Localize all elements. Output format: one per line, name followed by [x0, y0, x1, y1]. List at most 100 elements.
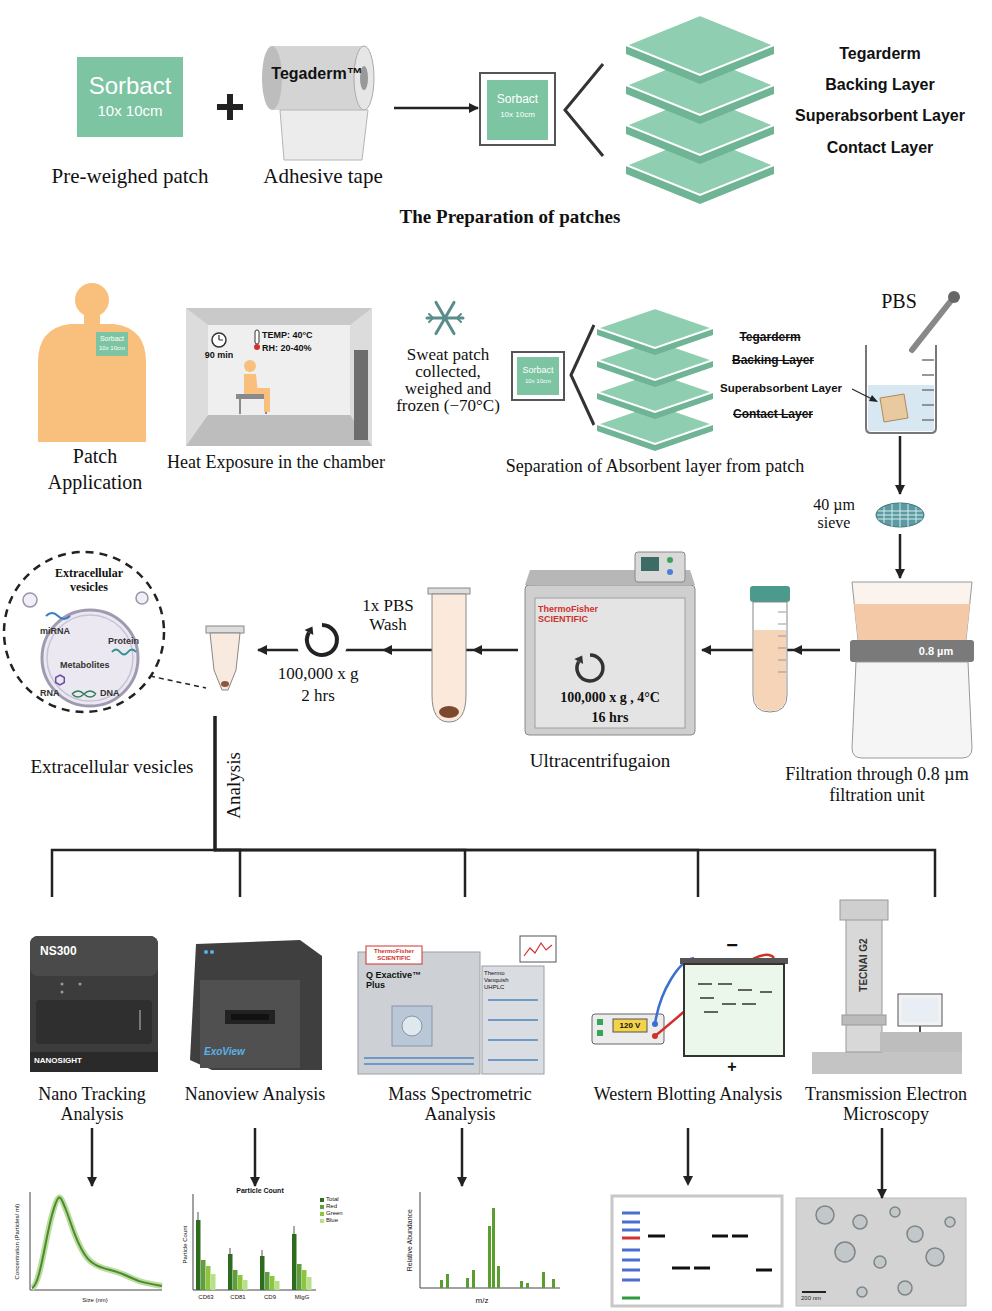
western-blot-image — [612, 1196, 782, 1306]
heat-chamber — [244, 360, 256, 372]
tem-image — [874, 1256, 886, 1268]
eppendorf-tube — [221, 681, 229, 687]
particle-count-chart — [243, 1280, 248, 1290]
pbs-beaker — [866, 345, 936, 433]
heat-chamber — [255, 330, 259, 344]
mass-spectrometer — [482, 966, 544, 1074]
sieve — [876, 503, 924, 527]
centrifuge-step: ThermoFisher SCIENTIFIC100,000 x g , 4°C… — [518, 556, 702, 742]
heat-exposure-step: 90 minTEMP: 40°CRH: 20-40%Heat Exposure … — [160, 300, 392, 480]
nta-chart — [30, 1192, 162, 1290]
western-blot-image — [622, 1237, 640, 1240]
node-text: PBS — [876, 289, 922, 313]
spin-icon — [296, 614, 348, 666]
nanosight-instrument — [30, 1052, 158, 1072]
heat-chamber — [254, 344, 260, 350]
pellet-tube — [428, 588, 470, 594]
vesicle-callout — [23, 593, 37, 607]
western-blot-image — [622, 1297, 640, 1300]
legend-text: Red — [326, 1203, 348, 1210]
western-blot-image — [622, 1213, 640, 1280]
tem-image — [802, 1291, 826, 1293]
particle-count-chart — [206, 1266, 211, 1290]
result-image: 200 nm — [796, 1198, 966, 1306]
heat-chamber — [354, 350, 368, 440]
person-figure — [96, 332, 128, 356]
annotation-label: 2 hrs — [268, 686, 368, 706]
mass-spectrometer — [488, 1000, 538, 1060]
node-text: NS300 — [40, 944, 100, 958]
exoview-instrument — [200, 980, 300, 1068]
heat-chamber — [186, 308, 372, 446]
flow-connector — [254, 1128, 257, 1186]
particle-count-chart — [228, 1254, 233, 1290]
node-text: RNA — [40, 688, 70, 699]
flow-connector — [394, 107, 478, 110]
ultracentrifuge — [667, 557, 673, 563]
snowflake — [429, 314, 461, 322]
flow-connector — [899, 534, 902, 578]
tem-image — [816, 1206, 955, 1297]
node-text: Sorbact — [77, 72, 183, 101]
filtration-unit — [852, 582, 972, 640]
node-text: Separation of Absorbent layer from patch — [505, 456, 805, 477]
pbs-beaker — [880, 394, 908, 422]
heat-chamber — [212, 333, 226, 347]
node-text: Q Exactive™ Plus — [366, 970, 436, 990]
flow-connector — [215, 716, 698, 897]
tape-item: Tegaderm™Adhesive tape — [252, 30, 394, 197]
result-chart: Concentration (Particles/ ml)Size (nm) — [8, 1186, 168, 1308]
heat-chamber — [186, 415, 372, 446]
particle-count-chart — [238, 1275, 243, 1290]
flow-connector — [881, 1128, 884, 1198]
mass-spectrometer — [392, 1006, 432, 1046]
analysis-method: TECNAI G2Transmission Electron Microscop… — [800, 897, 972, 1128]
mass-spectrum-chart — [542, 1272, 545, 1288]
nanosight-instrument — [30, 936, 158, 976]
node-text: Extracellular vesicles — [20, 756, 204, 779]
node-text: 200 nm — [801, 1295, 833, 1302]
tem-microscope — [842, 1015, 886, 1025]
nta-chart — [32, 1198, 162, 1289]
separated-patch — [512, 352, 564, 400]
node-text: 0.8 µm — [905, 645, 967, 658]
particle-count-chart — [193, 1194, 316, 1290]
bracket — [571, 325, 594, 425]
node-text: Patch Application — [30, 443, 160, 495]
sieve-step: 40 µm sieve — [804, 494, 932, 534]
vesicle-callout — [112, 650, 136, 655]
patch-application-step: Sorbact10x 10cmPatch Application — [30, 280, 160, 498]
nanosight-instrument — [61, 991, 64, 994]
node-text: DNA — [100, 688, 130, 699]
bracket — [565, 64, 603, 156]
node-text: 10x 10cm — [77, 102, 183, 120]
mass-spectrometer — [358, 952, 480, 1074]
plus-symbol — [217, 94, 243, 120]
legend-swatch — [320, 1219, 324, 1223]
node-text: CD81 — [226, 1294, 250, 1301]
particle-count-chart — [233, 1270, 238, 1290]
separation-step: Sorbact10x 10cmTegardermBacking LayerSup… — [505, 300, 850, 500]
mass-spectrum-chart — [472, 1270, 475, 1288]
node-text: Filtration through 0.8 µm filtration uni… — [768, 764, 986, 806]
particle-count-chart — [265, 1272, 270, 1290]
legend-swatch — [320, 1205, 324, 1209]
tem-microscope — [919, 1026, 921, 1032]
exoview-instrument — [190, 940, 322, 1070]
ultracentrifuge — [641, 557, 659, 571]
node-text: CD9 — [258, 1294, 282, 1301]
filtration-step: 0.8 µmFiltration through 0.8 µm filtrati… — [840, 578, 984, 760]
western-blot-image — [612, 1196, 782, 1306]
tem-microscope — [812, 900, 962, 1074]
vesicle-callout — [56, 675, 65, 685]
particle-count-chart — [198, 1212, 294, 1256]
node-text: TEMP: 40°C — [262, 330, 334, 341]
node-text: Pre-weighed patch — [44, 164, 216, 189]
heat-chamber — [219, 335, 223, 340]
annotation-label: 100,000 x g — [268, 664, 368, 684]
sieve — [877, 503, 923, 527]
mass-spectrum-chart — [492, 1208, 495, 1288]
tem-microscope — [902, 998, 938, 1022]
nanosight-instrument — [79, 983, 82, 986]
